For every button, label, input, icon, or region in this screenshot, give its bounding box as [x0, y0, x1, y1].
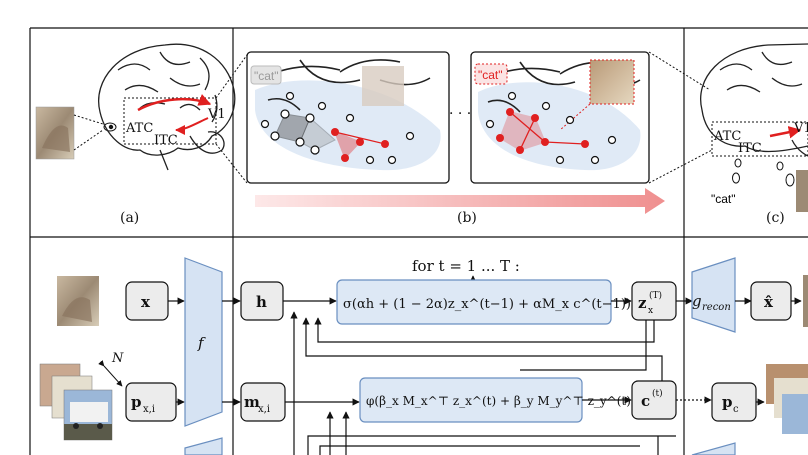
neuron-graph-left [260, 91, 415, 165]
N-label: N [111, 351, 124, 366]
thought-bubbles [732, 158, 795, 187]
zT-label: z [638, 294, 647, 312]
loop-header: for t = 1 ... T : [412, 257, 520, 275]
decoder-g-recon [691, 257, 736, 333]
p-xi-sub: x,i [143, 404, 155, 415]
panel-b-label: (b) [457, 210, 477, 226]
cue-active-right [474, 63, 508, 85]
panel-b: "cat" · · · "cat" [215, 51, 713, 226]
cue-cat-faded: "cat" [254, 69, 279, 83]
v1-label-c: V1 [793, 121, 808, 136]
panel-a: ATC ITC V1 (a) [35, 43, 236, 226]
itc-label-a: ITC [154, 133, 178, 148]
c-update-equation: φ(β_x M_x^⊤ z_x^(t) + β_y M_y^⊤ z_y^(t)) [366, 394, 636, 408]
model-schematic: N x p x,i f h m x,i for t = 1 ... T : σ(… [39, 257, 808, 455]
reconstruction-image [803, 275, 808, 327]
x-hat-label: x̂ [764, 293, 774, 311]
cue-faded-left [250, 65, 282, 85]
progress-arrow [255, 188, 665, 214]
loop-arrows [283, 297, 676, 455]
panel-c: ATC ITC V1 "cat" (c) [700, 43, 808, 226]
g-recon-sub: recon [702, 302, 731, 313]
z-update-equation: σ(αh + (1 − 2α)z_x^(t−1) + αM_x c^(t−1)) [343, 297, 631, 312]
brain-c [700, 43, 808, 157]
p-c-sub: c [733, 404, 739, 415]
m-xi-sub: x,i [258, 404, 270, 415]
cat-image-b [589, 59, 635, 105]
roi-box-c [711, 121, 808, 157]
prototype-image-stack [39, 363, 113, 441]
m-xi-label: m [244, 393, 260, 411]
imagined-image-c [796, 170, 808, 212]
x-label: x [141, 293, 151, 311]
frame-lines [29, 27, 808, 455]
encoder-f [184, 257, 223, 427]
panel-c-label: (c) [766, 210, 785, 226]
ct-sup: (t) [652, 388, 663, 399]
eye-icon [103, 122, 117, 132]
h-label: h [256, 293, 267, 311]
neuron-graph-right [485, 91, 617, 165]
f-label: f [197, 334, 206, 352]
atc-label-a: ATC [125, 121, 153, 136]
p-xi-label: p [131, 393, 142, 411]
ct-label: c [641, 392, 650, 410]
z-update-box [336, 279, 612, 325]
panel-a-label: (a) [120, 210, 139, 226]
p-c-box [711, 382, 757, 422]
p-c-label: p [722, 393, 733, 411]
v1-label-a: V1 [207, 107, 226, 122]
atc-label-c: ATC [713, 129, 741, 144]
ct-box [631, 380, 677, 420]
g-recon-label: g [692, 292, 702, 310]
retrieved-image-stack [766, 364, 808, 434]
zT-sub: x [648, 306, 653, 316]
faded-cat-image [362, 66, 404, 106]
cue-cat-speech: "cat" [711, 192, 736, 206]
zT-sup: (T) [649, 290, 662, 301]
ellipsis: · · · [449, 106, 471, 122]
cue-cat-active: "cat" [478, 68, 503, 82]
roi-box-a [123, 97, 217, 145]
itc-label-c: ITC [738, 141, 762, 156]
